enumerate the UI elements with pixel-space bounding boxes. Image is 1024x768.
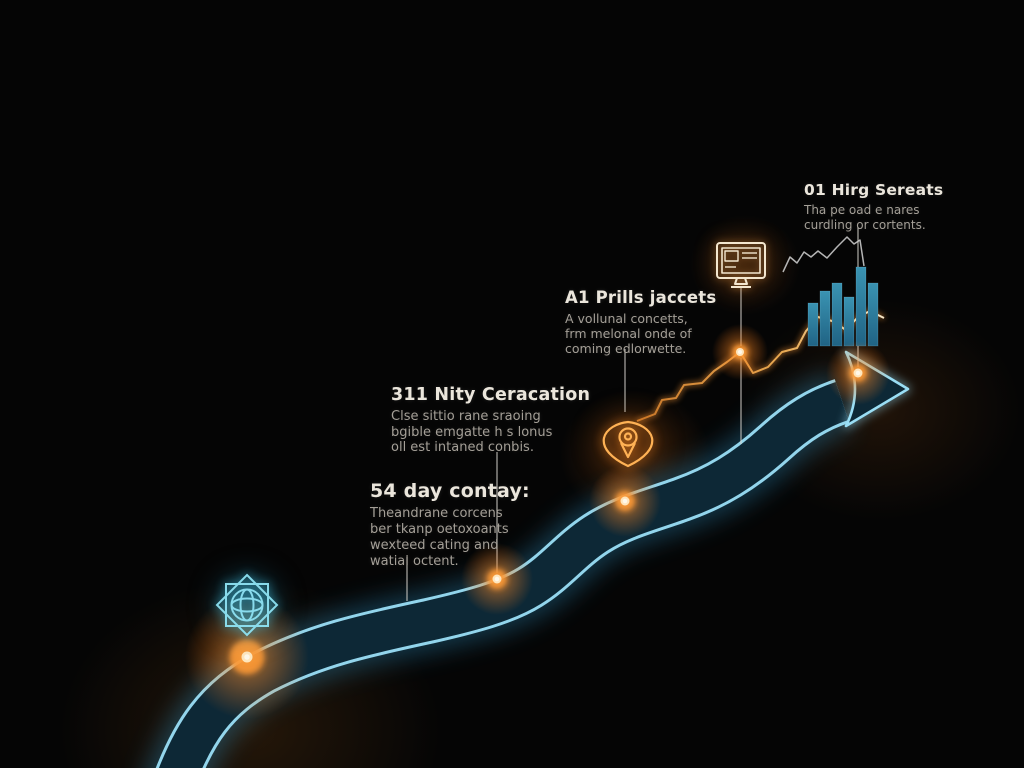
milestone-callout-1: 54 day contay: Theandrane corcens ber tk… [370,480,530,570]
milestone-1-text: watial octent. [370,554,459,569]
milestone-dots [185,324,890,719]
bar [807,302,819,347]
milestone-callout-2: 311 Nity Ceracation Clse sittio rane sra… [391,385,590,456]
milestone-2-text: oll est intaned conbis. [391,440,534,455]
globe-network-icon [215,573,279,637]
milestone-1-text: Theandrane corcens [370,506,503,521]
bar [855,266,867,347]
map-pin-icon [602,420,654,468]
milestone-3-text: frm melonal onde of [565,326,692,341]
milestone-3-text: coming edlorwette. [565,341,687,356]
mini-bar-chart [807,266,879,347]
bar [831,282,843,347]
milestone-3-text: A vollunal concetts, [565,311,688,326]
milestone-callout-3: A1 Prills jaccets A vollunal concetts, f… [565,288,716,356]
milestone-4-title: 01 Hirg Sereats [804,181,944,199]
milestone-2-text: Clse sittio rane sraoing [391,409,541,424]
milestone-1-text: wexteed cating and [370,538,499,553]
milestone-1-title: 54 day contay: [370,480,530,502]
milestone-2-text: bgible emgatte h s lonus [391,424,553,440]
bar [819,290,831,347]
milestone-4-text: curdling or cortents. [804,217,926,232]
bar [867,282,879,347]
milestone-2-title: 311 Nity Ceracation [391,385,591,405]
milestone-4-text: Tha pe oad e nares [804,203,920,217]
monitor-icon [716,242,766,288]
gray-sparkline [782,236,865,273]
milestone-3-title: A1 Prills jaccets [565,288,717,307]
bar [843,296,855,347]
milestone-1-text: ber tkanp oetoxoants [370,522,509,537]
milestone-callout-4: 01 Hirg Sereats Tha pe oad e nares curdl… [804,181,943,232]
